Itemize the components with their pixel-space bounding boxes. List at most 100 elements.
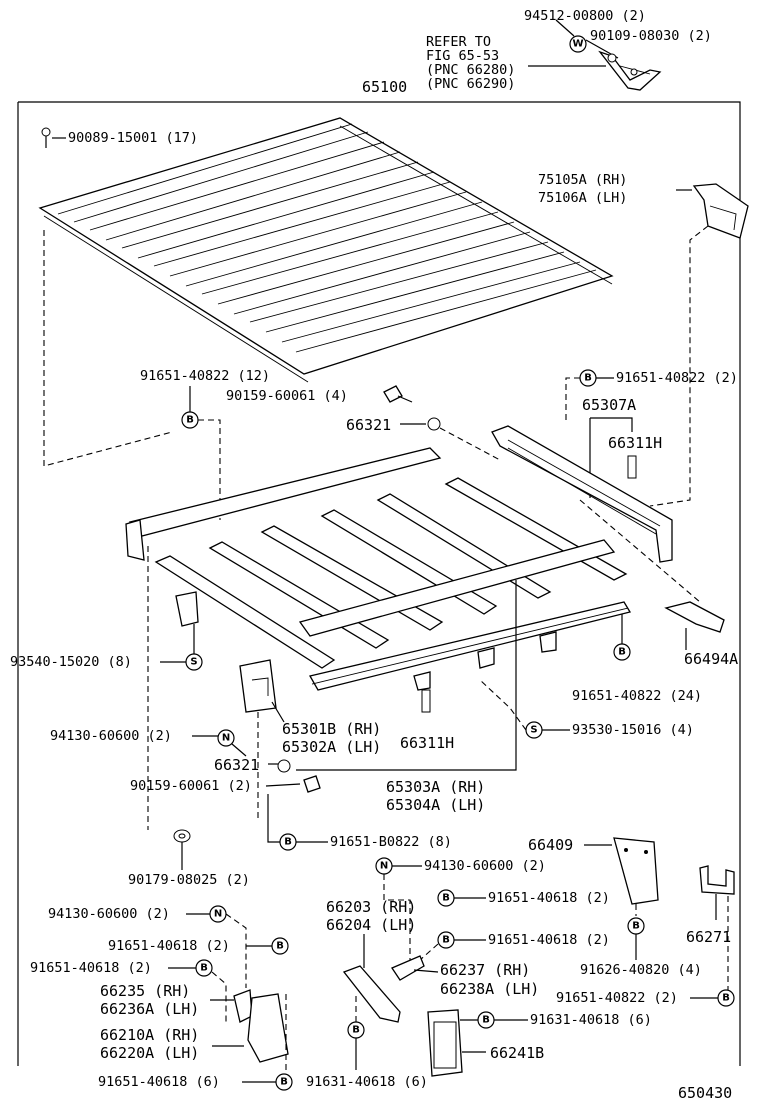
badge-n-94130-left: N: [209, 905, 227, 923]
label-66238: 66238A (LH): [440, 980, 539, 998]
label-90179: 90179-08025 (2): [128, 872, 250, 888]
badge-b-91651-2-top: B: [579, 369, 597, 387]
label-66321-top: 66321: [346, 416, 391, 434]
bracket-65301b-drawing: [239, 659, 277, 713]
label-90109: 90109-08030 (2): [590, 28, 712, 44]
label-66241: 66241B: [490, 1044, 544, 1062]
refer-line-1: REFER TO: [426, 34, 491, 50]
badge-n-94130-mid: N: [217, 729, 235, 747]
pin-66311-top-icon: [627, 455, 637, 479]
label-65302: 65302A (LH): [282, 738, 381, 756]
badge-b-91651-12: B: [181, 411, 199, 429]
label-66210: 66210A (RH): [100, 1026, 199, 1044]
label-75106: 75106A (LH): [538, 190, 627, 206]
label-66494: 66494A: [684, 650, 738, 668]
assembly-bracket: [18, 101, 741, 1066]
svg-text:B: B: [276, 941, 284, 952]
svg-text:B: B: [722, 993, 730, 1004]
badge-b-91626: B: [627, 917, 645, 935]
label-91626: 91626-40820 (4): [580, 962, 702, 978]
label-66220: 66220A (LH): [100, 1044, 199, 1062]
label-66204: 66204 (LH): [326, 916, 416, 934]
label-65307: 65307A: [582, 396, 636, 414]
svg-text:N: N: [222, 733, 230, 744]
mudflap-66241b-drawing: [427, 1009, 463, 1077]
badge-b-91651-618-c: B: [271, 937, 289, 955]
bracket-75105-drawing: [692, 183, 749, 239]
label-65301: 65301B (RH): [282, 720, 381, 738]
badge-b-91651-618-6: B: [275, 1073, 293, 1091]
side-rail-right: [491, 425, 673, 563]
svg-text:B: B: [618, 647, 626, 658]
plate-66494a-drawing: [664, 601, 725, 633]
grommet-90179-icon: [173, 829, 191, 843]
svg-text:B: B: [632, 921, 640, 932]
label-66271: 66271: [686, 928, 731, 946]
label-65304: 65304A (LH): [386, 796, 485, 814]
badge-b-91651-24: B: [613, 643, 631, 661]
label-66311-bot: 66311H: [400, 734, 454, 752]
label-66321-bot: 66321: [214, 756, 259, 774]
svg-text:S: S: [530, 725, 537, 736]
label-66235: 66235 (RH): [100, 982, 190, 1000]
label-91651-822-2b: 91651-40822 (2): [556, 990, 678, 1006]
label-66409: 66409: [528, 836, 573, 854]
label-94130-b2: 94130-60600 (2): [424, 858, 546, 874]
label-90159-bot: 90159-60061 (2): [130, 778, 252, 794]
badge-b-91651-822-2b: B: [717, 989, 735, 1007]
bracket-66271-drawing: [699, 865, 735, 895]
label-90089: 90089-15001 (17): [68, 130, 198, 146]
badge-w: W: [569, 35, 587, 53]
badge-b-91631-6a: B: [477, 1011, 495, 1029]
label-91631-6a: 91631-40618 (6): [530, 1012, 652, 1028]
badge-s-93530: S: [525, 721, 543, 739]
label-65303: 65303A (RH): [386, 778, 485, 796]
label-91651-618-b: 91651-40618 (2): [488, 932, 610, 948]
svg-text:W: W: [572, 39, 583, 50]
refer-line-4: (PNC 66290): [426, 76, 515, 92]
nut-66321-top-icon: [427, 417, 441, 431]
label-91651-24: 91651-40822 (24): [572, 688, 702, 704]
label-66236: 66236A (LH): [100, 1000, 199, 1018]
label-94512: 94512-00800 (2): [524, 8, 646, 24]
svg-text:N: N: [214, 909, 222, 920]
badge-b-91651-618-a: B: [437, 889, 455, 907]
label-75105: 75105A (RH): [538, 172, 627, 188]
refer-line-3: (PNC 66280): [426, 62, 515, 78]
svg-text:N: N: [380, 861, 388, 872]
label-91651-2-top: 91651-40822 (2): [616, 370, 738, 386]
label-91651-618-6: 91651-40618 (6): [98, 1074, 220, 1090]
label-66311-top: 66311H: [608, 434, 662, 452]
assembly-number: 65100: [362, 78, 407, 96]
svg-text:B: B: [482, 1015, 490, 1026]
svg-text:S: S: [190, 657, 197, 668]
figure-number: 650430: [678, 1084, 732, 1102]
floor-slats: [38, 117, 614, 383]
badge-b-91631-6b: B: [347, 1021, 365, 1039]
pin-66311-bot-icon: [421, 689, 431, 713]
bolt-90159-bot-icon: [303, 775, 321, 793]
label-93530: 93530-15016 (4): [572, 722, 694, 738]
label-90159-top: 90159-60061 (4): [226, 388, 348, 404]
badge-s-93540: S: [185, 653, 203, 671]
badge-b-91651-618-d: B: [195, 959, 213, 977]
frame-crossmembers: [125, 447, 632, 691]
bracket-66235-drawing: [233, 989, 289, 1063]
badge-n-94130-b2: N: [375, 857, 393, 875]
refer-line-2: FIG 65-53: [426, 48, 499, 64]
svg-text:B: B: [584, 373, 592, 384]
svg-text:B: B: [200, 963, 208, 974]
badge-b-91651-618-b: B: [437, 931, 455, 949]
badge-b-91651-b0822: B: [279, 833, 297, 851]
hinge-66203-drawing: [342, 955, 425, 1023]
label-91651-618-c: 91651-40618 (2): [108, 938, 230, 954]
svg-text:B: B: [442, 893, 450, 904]
latch-hook-drawing: [598, 50, 662, 91]
label-66237: 66237 (RH): [440, 961, 530, 979]
svg-text:B: B: [352, 1025, 360, 1036]
svg-text:B: B: [442, 935, 450, 946]
nut-66321-bot-icon: [277, 759, 291, 773]
svg-text:B: B: [186, 415, 194, 426]
bolt-90159-top-icon: [383, 385, 413, 403]
